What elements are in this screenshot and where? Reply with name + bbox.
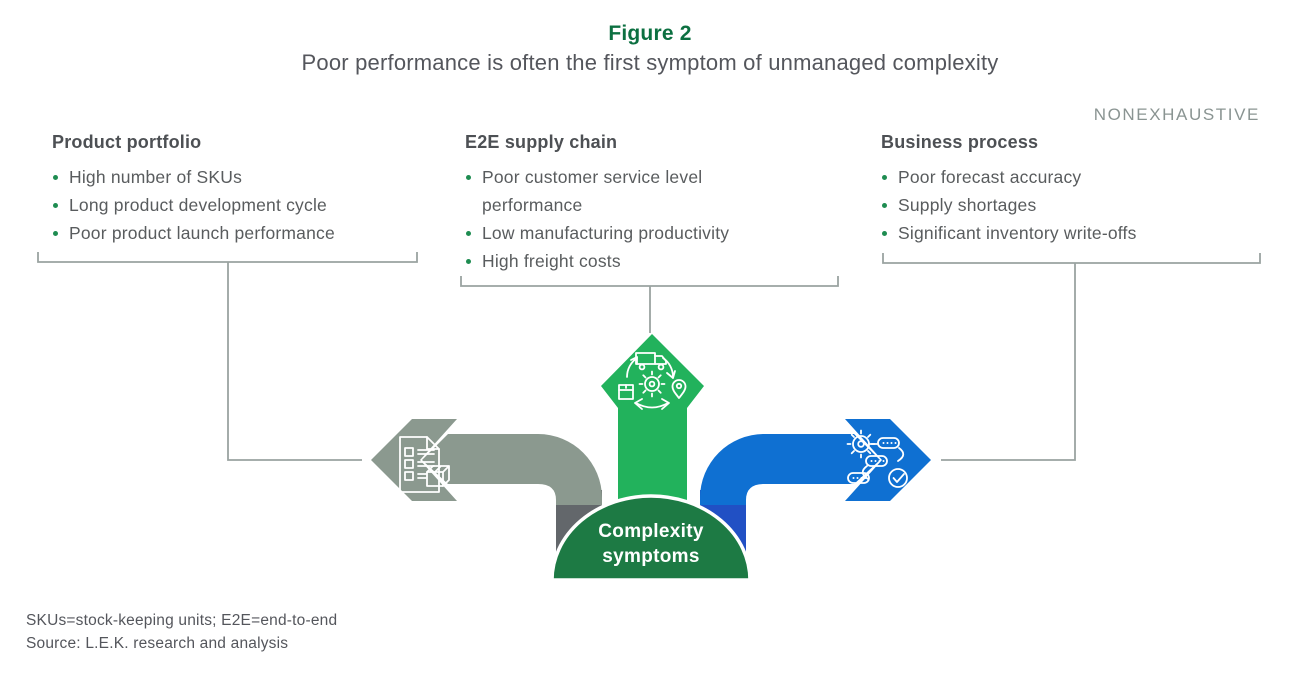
list-item-text: High number of SKUs	[69, 167, 243, 187]
column-business-process: Business process Poor forecast accuracy …	[881, 132, 1276, 247]
list-item: Poor product launch performance	[52, 219, 422, 247]
gray-left-arrow	[371, 419, 602, 505]
column-header: Business process	[881, 132, 1039, 152]
bullet-icon	[53, 203, 58, 208]
list-item: Significant inventory write-offs	[881, 219, 1276, 247]
bullet-icon	[53, 231, 58, 236]
column-product-portfolio: Product portfolio High number of SKUs Lo…	[52, 132, 422, 247]
bullet-list: High number of SKUs Long product develop…	[52, 163, 422, 247]
figure-title: Poor performance is often the first symp…	[301, 50, 999, 75]
list-item-text: Poor customer service level performance	[482, 167, 703, 215]
dome-label-line1: Complexity	[598, 521, 704, 542]
list-item: Poor forecast accuracy	[881, 163, 1276, 191]
bullet-icon	[882, 203, 887, 208]
bullet-icon	[466, 259, 471, 264]
dome-label-line2: symptoms	[602, 546, 700, 567]
list-item-text: Low manufacturing productivity	[482, 223, 730, 243]
bullet-list: Poor forecast accuracy Supply shortages …	[881, 163, 1276, 247]
column-e2e-supply-chain: E2E supply chain Poor customer service l…	[465, 132, 777, 275]
nonexhaustive-tag: NONEXHAUSTIVE	[1093, 105, 1260, 124]
list-item-text: Poor product launch performance	[69, 223, 335, 243]
connector-left	[227, 262, 362, 461]
footnotes: SKUs=stock-keeping units; E2E=end-to-end…	[26, 609, 337, 655]
process-flow-check-icon	[846, 429, 908, 488]
list-item-text: Significant inventory write-offs	[898, 223, 1137, 243]
bullet-icon	[466, 231, 471, 236]
bullet-icon	[882, 175, 887, 180]
list-item: Low manufacturing productivity	[465, 219, 777, 247]
abbreviation-note: SKUs=stock-keeping units; E2E=end-to-end	[26, 612, 338, 629]
bracket-product-portfolio	[37, 252, 418, 263]
bullet-list: Poor customer service level performance …	[465, 163, 777, 275]
bracket-e2e-supply-chain	[460, 276, 839, 287]
column-header: E2E supply chain	[465, 132, 618, 152]
figure-label: Figure 2	[608, 22, 692, 45]
supply-chain-cycle-icon	[618, 352, 687, 410]
list-item-text: Poor forecast accuracy	[898, 167, 1082, 187]
connector-lines	[37, 252, 1261, 461]
bullet-icon	[466, 175, 471, 180]
list-item-text: High freight costs	[482, 251, 621, 271]
list-item-text: Supply shortages	[898, 195, 1037, 215]
list-item: High freight costs	[465, 247, 777, 275]
blue-right-arrow	[700, 419, 931, 505]
list-item: Supply shortages	[881, 191, 1276, 219]
list-item: Poor customer service level performance	[465, 163, 777, 219]
connector-right	[941, 263, 1076, 461]
column-header: Product portfolio	[52, 132, 202, 152]
dome-label: Complexity symptoms	[551, 519, 751, 569]
list-item: High number of SKUs	[52, 163, 422, 191]
list-item: Long product development cycle	[52, 191, 422, 219]
bracket-business-process	[882, 253, 1261, 264]
bullet-icon	[53, 175, 58, 180]
document-checklist-box-icon	[399, 436, 450, 493]
list-item-text: Long product development cycle	[69, 195, 327, 215]
complexity-dome	[550, 494, 752, 582]
source-note: Source: L.E.K. research and analysis	[26, 635, 289, 652]
bullet-icon	[882, 231, 887, 236]
